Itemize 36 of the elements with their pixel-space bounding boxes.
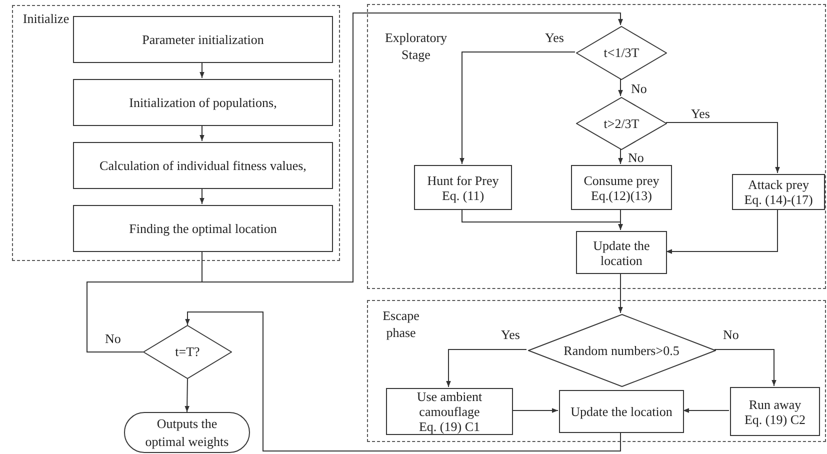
arrow xyxy=(200,124,204,142)
arrow xyxy=(666,122,780,174)
arrow xyxy=(618,272,623,314)
process-box: Update the location xyxy=(576,231,667,274)
process-box: Run away Eq. (19) C2 xyxy=(730,387,820,436)
node-text: Random numbers>0.5 xyxy=(564,342,680,358)
dashed-group-frame xyxy=(367,300,826,442)
dashed-group-frame xyxy=(12,5,340,261)
arrow xyxy=(618,78,623,96)
arrow xyxy=(184,378,190,412)
node-text: t=T? xyxy=(175,344,200,360)
terminal-box: Outputs the optimal weights xyxy=(124,412,250,453)
process-box: Initialization of populations, xyxy=(73,79,333,126)
process-box: Calculation of individual fitness values, xyxy=(73,142,333,189)
arrow xyxy=(200,62,204,78)
process-box: Use ambient camouflage Eq. (19) C1 xyxy=(386,388,513,435)
process-box: Hunt for Prey Eq. (11) xyxy=(414,165,512,210)
arrow xyxy=(714,349,776,386)
node-text: t>2/3T xyxy=(604,116,640,131)
arrow xyxy=(618,148,623,164)
process-box: Attack prey Eq. (14)-(17) xyxy=(732,174,825,210)
arrow xyxy=(460,52,576,164)
arrow xyxy=(185,312,621,452)
node-text: t<1/3T xyxy=(604,45,640,60)
arrow xyxy=(446,349,527,388)
arrow xyxy=(666,208,778,254)
process-box: Update the location xyxy=(559,390,684,433)
arrow xyxy=(682,408,730,413)
dashed-group-frame xyxy=(367,4,826,289)
arrow xyxy=(512,408,558,413)
arrow xyxy=(618,208,623,230)
process-box: Finding the optimal location xyxy=(73,205,333,252)
arrow xyxy=(86,12,623,352)
process-box: Parameter initialization xyxy=(73,16,333,63)
process-box: Consume prey Eq.(12)(13) xyxy=(571,165,672,210)
arrow xyxy=(200,188,204,204)
